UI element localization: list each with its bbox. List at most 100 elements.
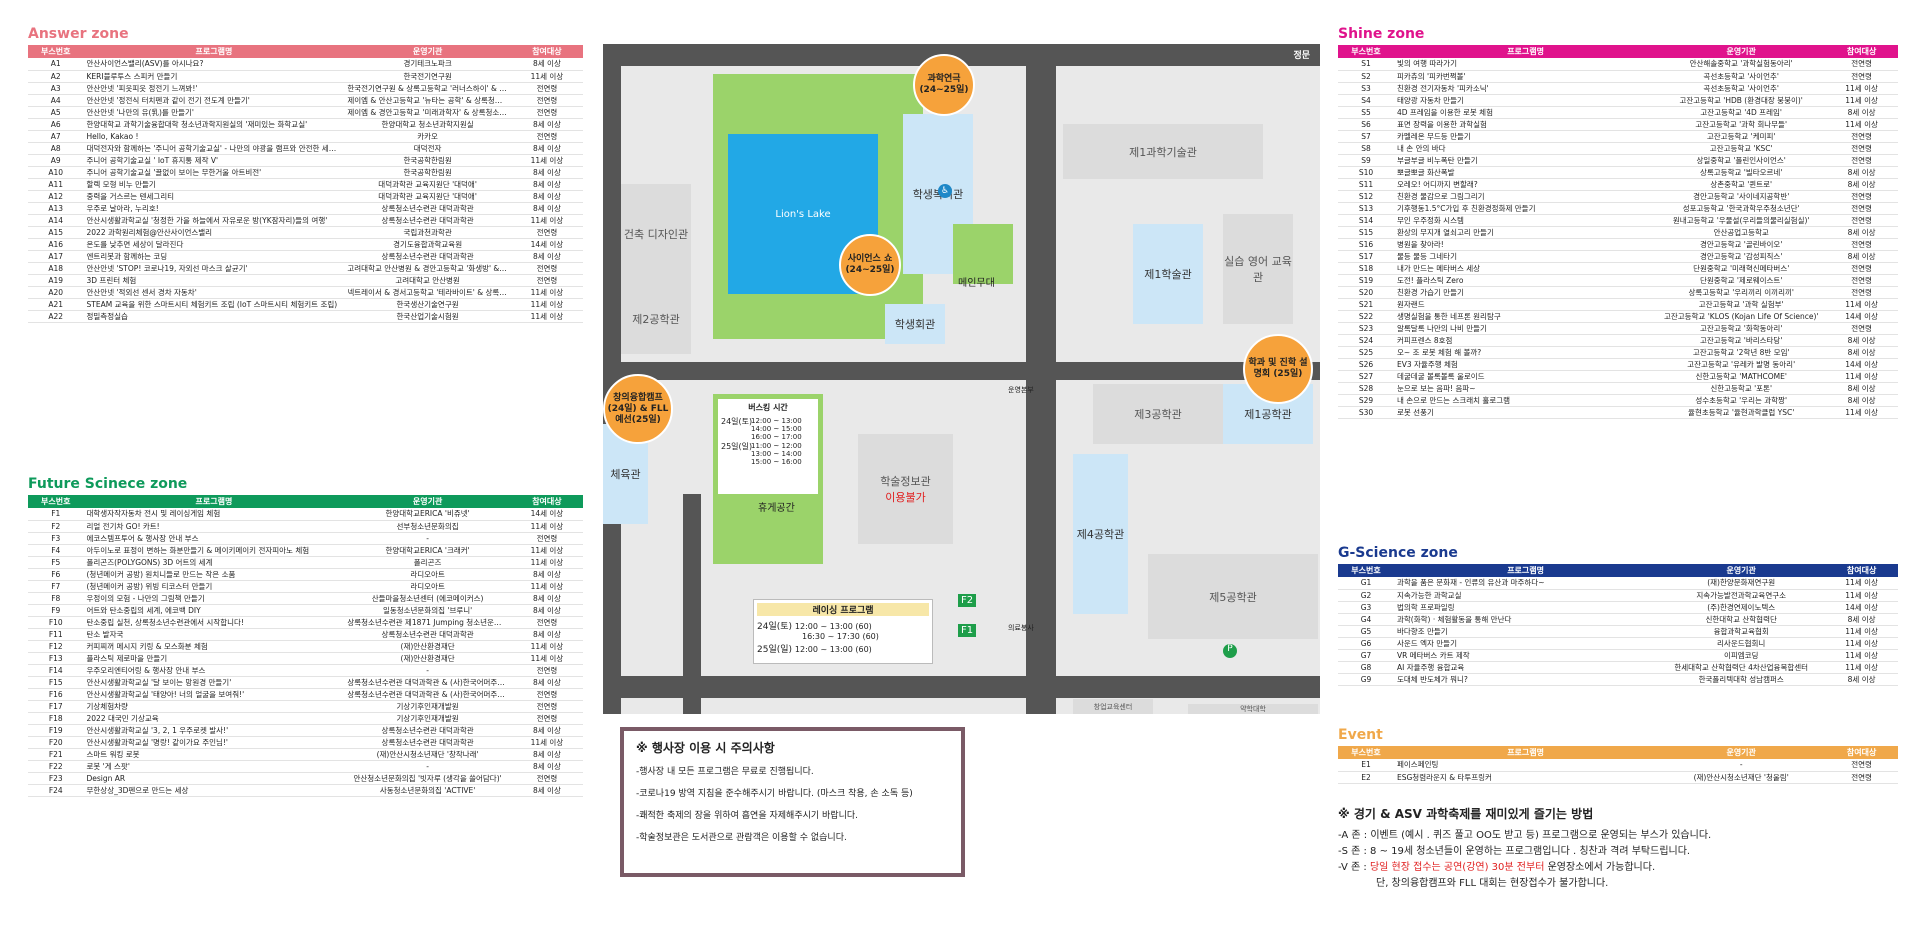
table-cell: 11세 이상 (510, 544, 583, 557)
table-cell: 전연령 (510, 82, 583, 95)
table-cell: 전연령 (1825, 322, 1898, 335)
table-cell: A8 (28, 142, 84, 155)
table-cell: 내 손으로 만드는 스크래치 홀로그램 (1394, 394, 1658, 407)
table-cell: 주니어 공학기술교실 '끌없이 보이는 무한거울 아트비전' (83, 166, 345, 179)
eng3-label: 제3공학관 (1134, 408, 1182, 421)
table-cell: 전연령 (510, 664, 583, 677)
table-cell: F8 (28, 592, 84, 605)
table-cell: S10 (1338, 166, 1394, 179)
method-line-1: -A 존 : 이벤트 (예시 . 퀴즈 풀고 OO도 받고 등) 프로그램으로 … (1338, 830, 1712, 841)
table-cell: 안산안넷 '정전식 터치펜과 같이 전기 전도계 만들기' (83, 94, 345, 107)
table-cell: 8세 이상 (1825, 673, 1898, 686)
table-cell: 아두이노로 표정이 변하는 화분만들기 & 메이키메이키 전자피아노 체험 (83, 544, 345, 557)
table-cell: 전연령 (1825, 202, 1898, 215)
table-cell: 한국폴리텍대학 성남캠퍼스 (1657, 673, 1826, 686)
table-cell: 한양대학교ERICA '크래커' (344, 544, 511, 557)
table-cell: 중력을 거스르는 텐세그리티 (83, 190, 345, 203)
road-center (1026, 44, 1056, 714)
table-cell: S21 (1338, 298, 1394, 311)
table-cell: 페이스페인팅 (1394, 759, 1658, 772)
table-cell: 고잔고등학교 'KSC' (1657, 142, 1826, 155)
table-cell: 8세 이상 (510, 760, 583, 773)
table-cell: 11세 이상 (510, 736, 583, 749)
table-cell: 한국산업기술시험원 (344, 310, 511, 323)
table-cell: 신한대학교 산학협력단 (1657, 613, 1826, 626)
table-cell: 신한고등학교 '포톤' (1657, 382, 1826, 395)
stage-grass (953, 224, 1013, 284)
table-cell: S6 (1338, 118, 1394, 131)
table-cell: S14 (1338, 214, 1394, 227)
table-cell: F9 (28, 604, 84, 617)
restroom-icon: ♿ (938, 184, 952, 198)
table-cell: S18 (1338, 262, 1394, 275)
library-note: 이용불가 (885, 491, 926, 504)
table-cell: A16 (28, 238, 84, 251)
table-cell: 8세 이상 (510, 178, 583, 191)
table-cell: Hello, Kakao ! (83, 130, 345, 143)
table-cell: 경기도융합과학교육원 (344, 238, 511, 251)
table-cell: E1 (1338, 759, 1394, 772)
table-cell: 한양대학교 과학기술융합대학 청소년과학지원실의 '재미있는 화학교실' (83, 118, 345, 131)
table-cell: 8세 이상 (1825, 226, 1898, 239)
table-cell: 8세 이상 (1825, 250, 1898, 263)
table-cell: 율현초등학교 '율현과학클럽 YSC' (1657, 406, 1826, 419)
racing-d24: 24일(토) (757, 622, 793, 632)
table-cell: 11세 이상 (1825, 82, 1898, 95)
method-line-3c: 운영장소에서 가능합니다. (1544, 862, 1656, 873)
table-cell: 대학생자작자동차 전시 및 레이싱게임 체험 (83, 508, 345, 521)
table-cell: A4 (28, 94, 84, 107)
table-cell: S19 (1338, 274, 1394, 287)
table-cell: 상일중학교 '폴린인사이언스' (1657, 154, 1826, 167)
table-cell: 상록청소년수련관 대덕과학관 (344, 202, 511, 215)
creative-bldg: 창업교육센터 (1073, 699, 1153, 714)
table-cell: 커피프렌스 8호점 (1394, 334, 1658, 347)
method-line-4: 단, 창의융합캠프와 FLL 대회는 현장접수가 불가합니다. (1376, 878, 1609, 889)
table-cell: 전연령 (1825, 262, 1898, 275)
table-cell: S25 (1338, 346, 1394, 359)
table-cell: S1 (1338, 58, 1394, 71)
table-cell: 고잔고등학교 '과학 회나무들' (1657, 118, 1826, 131)
eng-tech-label: 제1과학기술관 (1129, 145, 1197, 159)
table-cell: 지속가능한 과학교실 (1394, 589, 1658, 602)
table-cell: 2022 대국민 기상교육 (83, 712, 345, 725)
table-cell: 엔트리봇과 함께하는 코딩 (83, 250, 345, 263)
table-cell: A17 (28, 250, 84, 263)
table-cell: 어트와 탄소중립의 세계, 에코백 DIY (83, 604, 345, 617)
table-cell: G3 (1338, 601, 1394, 614)
table-cell: 8세 이상 (510, 676, 583, 689)
racing-d25: 25일(일) (757, 645, 793, 655)
table-cell: 기상기후인재개발원 (344, 700, 511, 713)
table-cell: 라디오아트 (344, 568, 511, 581)
table-cell: 상록청소년수련관 대덕과학관 (344, 250, 511, 263)
table-cell: S4 (1338, 94, 1394, 107)
table-cell: 전연령 (1825, 238, 1898, 251)
table-cell: S23 (1338, 322, 1394, 335)
table-cell: 상록청소년수련관 대덕과학관 (344, 736, 511, 749)
table-cell: 8세 이상 (510, 568, 583, 581)
f2-sign: F2 (958, 594, 977, 607)
table-cell: 11세 이상 (510, 70, 583, 83)
table-cell: F19 (28, 724, 84, 737)
